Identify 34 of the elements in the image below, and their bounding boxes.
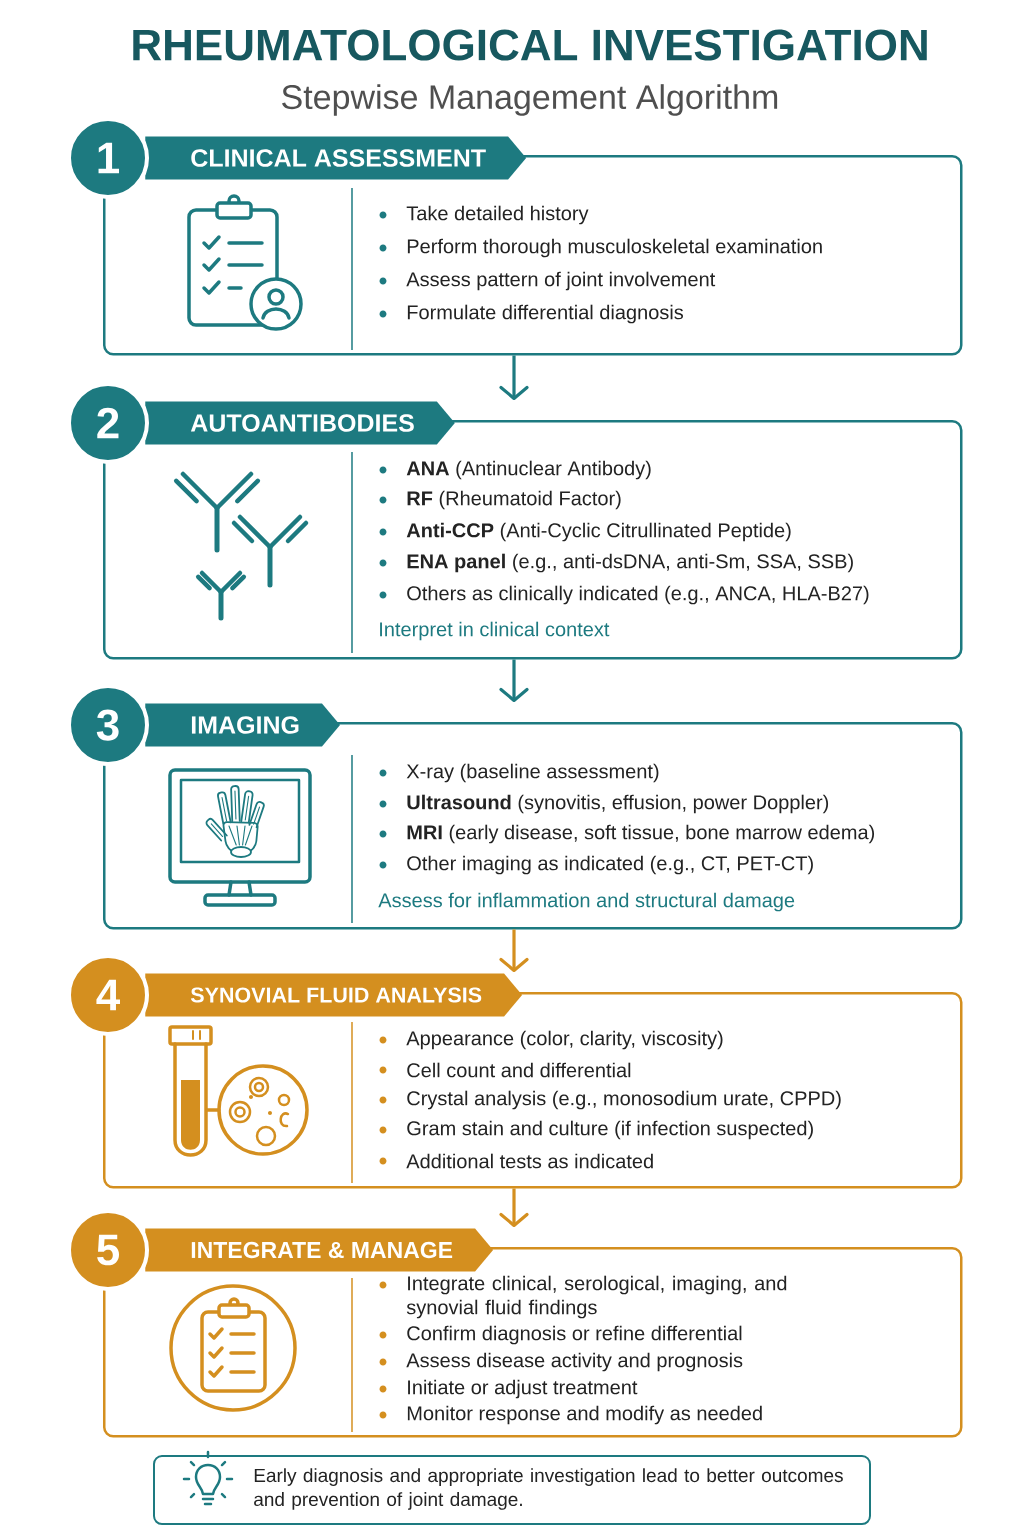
bullet-text: MRI (early disease, soft tissue, bone marrow edema)	[407, 824, 875, 844]
note-text: Interpret in clinical context	[380, 621, 610, 641]
step-number-badge: 1	[67, 117, 149, 199]
step-number-badge: 3	[67, 684, 149, 766]
bullet-text: Cell count and differential	[407, 1062, 631, 1078]
bullet-text: Ultrasound (synovitis, effusion, power Doppler)	[407, 794, 829, 814]
step-banner: IMAGING	[145, 703, 341, 747]
bullet-text: ANA (Antinuclear Antibody)	[406, 460, 651, 480]
bullet-text: Confirm diagnosis or refine differential	[407, 1325, 742, 1345]
bullet-text: Assess disease activity and prognosis	[406, 1352, 743, 1372]
bullet-text: Formulate differential diagnosis	[407, 304, 684, 324]
bullet-text: Others as clinically indicated (e.g., ANCA, HLA-B27)	[407, 585, 869, 605]
bullet-text: Initiate or adjust treatment	[408, 1379, 638, 1399]
bullet-text: Assess pattern of joint involvement	[406, 271, 716, 291]
bullet-text: ENA panel (e.g., anti-dsDNA, anti-Sm, SSA, SSB)	[407, 553, 853, 573]
tip-box: Early diagnosis and appropriate investigation lead to better outcomes and prevention of joint damage.	[153, 1455, 871, 1525]
bullet-text: Anti-CCP (Anti-Cyclic Citrullinated Peptide)	[406, 522, 791, 542]
bullet-text: Crystal analysis (e.g., monosodium urate, CPPD)	[407, 1090, 841, 1110]
bullet-text: Monitor response and modify as needed	[407, 1405, 762, 1425]
bullet-text: Appearance (color, clarity, viscosity)	[406, 1030, 723, 1050]
title: RHEUMATOLOGICAL INVESTIGATION	[133, 29, 927, 61]
step-number-badge: 4	[67, 954, 149, 1036]
bullet-text: RF (Rheumatoid Factor)	[407, 490, 621, 510]
step-number-badge: 5	[67, 1209, 149, 1291]
step-number-badge: 2	[67, 382, 149, 464]
bullet-text: Take detailed history	[406, 205, 589, 225]
note-text: Assess for inflammation and structural damage	[378, 892, 795, 912]
bullet-text: Other imaging as indicated (e.g., CT, PET-CT)	[407, 855, 813, 875]
bullet-text: X-ray (baseline assessment)	[406, 763, 659, 783]
bullet-text: Gram stain and culture (if infection suspected)	[407, 1120, 813, 1140]
subtitle: Stepwise Management Algorithm	[282, 84, 778, 116]
bullet-text: Additional tests as indicated	[406, 1153, 653, 1169]
bullet-text: Integrate clinical, serological, imaging, and synovial fluid findings	[406, 1275, 787, 1319]
bullet-text: Perform thorough musculoskeletal examination	[407, 238, 822, 258]
